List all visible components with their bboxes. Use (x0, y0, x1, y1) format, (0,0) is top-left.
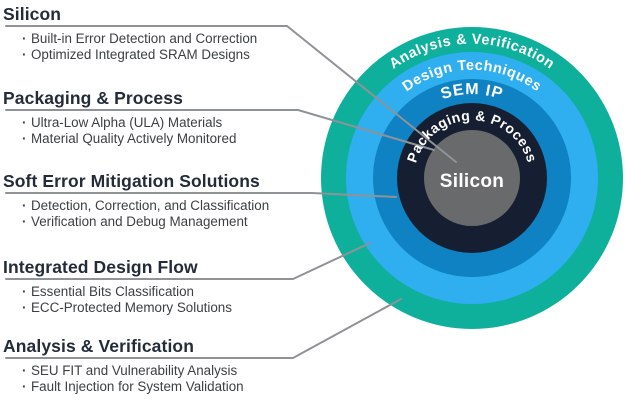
bullet-item: ECC-Protected Memory Solutions (3, 300, 333, 316)
bullet-item: Essential Bits Classification (3, 284, 333, 300)
section-bullets: Detection, Correction, and Classificatio… (3, 198, 333, 229)
section-bullets: Built-in Error Detection and Correction … (3, 31, 333, 62)
section-silicon: Silicon Built-in Error Detection and Cor… (3, 4, 333, 62)
circle-silicon-core (424, 130, 520, 226)
bullet-item: SEU FIT and Vulnerability Analysis (3, 363, 333, 379)
connector-design-flow (5, 242, 371, 280)
section-bullets: SEU FIT and Vulnerability Analysis Fault… (3, 363, 333, 394)
connector-silicon (5, 25, 457, 163)
connector-sem (5, 192, 397, 198)
connector-packaging (5, 109, 435, 151)
bullet-item: Ultra-Low Alpha (ULA) Materials (3, 115, 333, 131)
section-title: Integrated Design Flow (3, 257, 198, 277)
ring-label-sem-ip: SEM IP (439, 81, 505, 103)
section-title: Analysis & Verification (3, 336, 194, 356)
bullet-item: Material Quality Actively Monitored (3, 131, 333, 147)
bullet-item: Detection, Correction, and Classificatio… (3, 198, 333, 214)
center-label-silicon: Silicon (440, 171, 504, 192)
section-packaging-process: Packaging & Process Ultra-Low Alpha (ULA… (3, 88, 333, 146)
section-title: Silicon (3, 4, 62, 24)
concentric-rings (321, 27, 623, 329)
bullet-item: Fault Injection for System Validation (3, 379, 333, 395)
bullet-item: Optimized Integrated SRAM Designs (3, 47, 333, 63)
section-bullets: Essential Bits Classification ECC-Protec… (3, 284, 333, 315)
section-analysis-verification: Analysis & Verification SEU FIT and Vuln… (3, 336, 333, 394)
section-soft-error-mitigation: Soft Error Mitigation Solutions Detectio… (3, 171, 333, 229)
section-title: Packaging & Process (3, 88, 183, 108)
connector-analysis (5, 298, 402, 359)
connector-lines (5, 25, 457, 359)
bullet-item: Verification and Debug Management (3, 214, 333, 230)
section-bullets: Ultra-Low Alpha (ULA) Materials Material… (3, 115, 333, 146)
bullet-item: Built-in Error Detection and Correction (3, 31, 333, 47)
section-integrated-design-flow: Integrated Design Flow Essential Bits Cl… (3, 257, 333, 315)
section-title: Soft Error Mitigation Solutions (3, 171, 260, 191)
